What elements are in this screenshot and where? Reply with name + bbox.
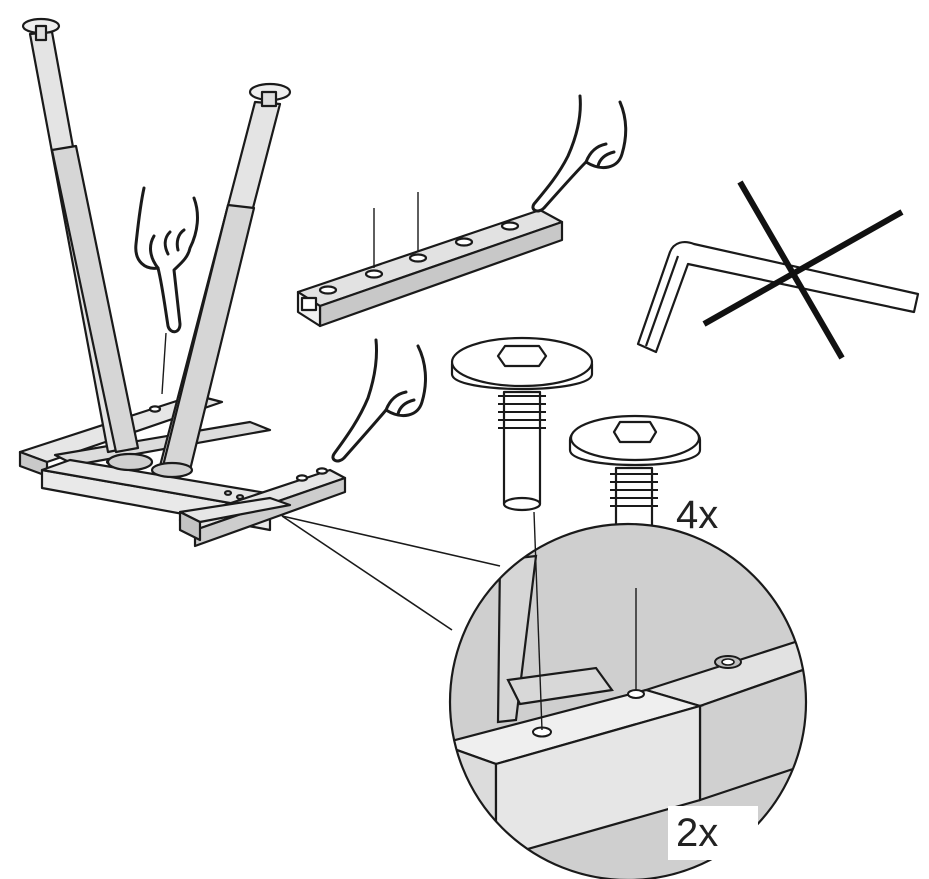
zoom-leader-lines bbox=[281, 515, 501, 631]
zoom-circle bbox=[448, 522, 808, 879]
allen-key-icon bbox=[636, 241, 920, 354]
pointer-line bbox=[161, 332, 167, 395]
bolt-1 bbox=[450, 336, 594, 512]
pointing-hand-icon bbox=[531, 94, 628, 213]
bolt-quantity-label: 4x bbox=[676, 493, 718, 537]
hole-quantity-label: 2x bbox=[676, 811, 718, 855]
pointing-hand-icon bbox=[134, 186, 199, 334]
pointing-hand-icon bbox=[331, 338, 427, 463]
cross-icon bbox=[702, 180, 904, 360]
bracket-rail bbox=[296, 208, 564, 328]
zoom-detail bbox=[450, 524, 806, 879]
pointer-line bbox=[533, 511, 543, 731]
table-legs bbox=[21, 17, 292, 479]
